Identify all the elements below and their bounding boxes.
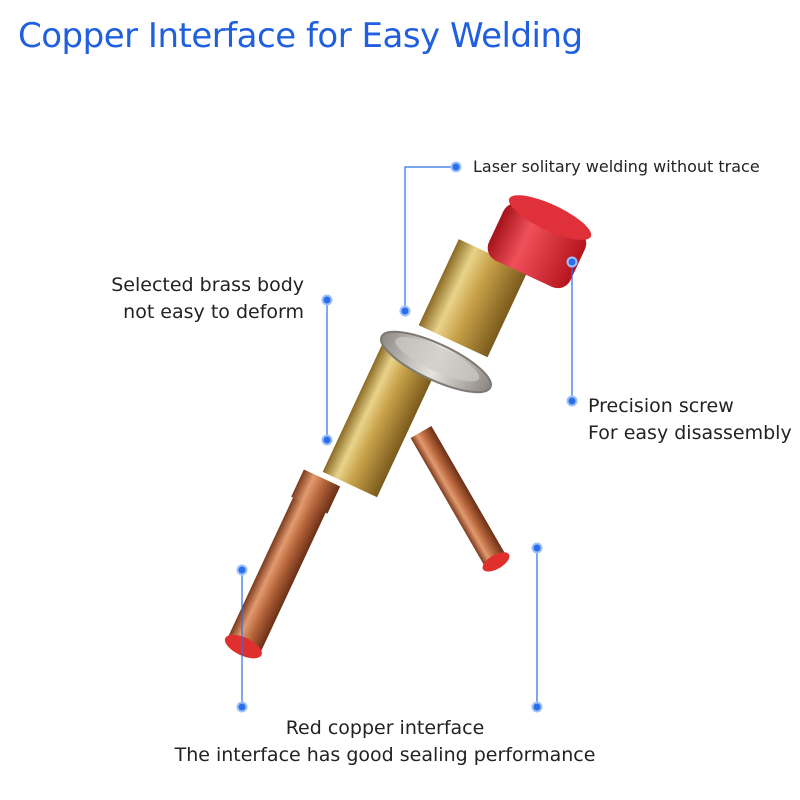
callout-dot — [236, 701, 248, 713]
side-copper-tube — [410, 426, 510, 572]
callout-brass-line1: Selected brass body — [111, 274, 304, 296]
callout-dot — [531, 701, 543, 713]
main-tube-red-cap — [224, 634, 262, 659]
callout-dot — [236, 564, 248, 576]
callout-dots — [236, 161, 578, 713]
callout-brass-line2: not easy to deform — [123, 301, 304, 323]
brass-lower-body — [322, 331, 443, 498]
flange-ring — [380, 330, 492, 394]
callout-dot — [399, 305, 411, 317]
callout-dot — [450, 161, 462, 173]
callout-copper-line2: The interface has good sealing performan… — [174, 744, 596, 766]
red-cap — [487, 195, 592, 289]
callout-dot — [321, 434, 333, 446]
callout-brass-text: Selected brass body not easy to deform — [111, 272, 304, 326]
callout-copper-text: Red copper interface The interface has g… — [0, 715, 770, 769]
callout-laser-text: Laser solitary welding without trace — [473, 157, 760, 176]
callout-dot — [531, 542, 543, 554]
side-tube-red-cap — [482, 552, 510, 572]
main-copper-tube — [224, 469, 341, 659]
callout-line-laser — [404, 166, 456, 311]
callout-screw-line1: Precision screw — [588, 395, 734, 417]
callout-screw-text: Precision screw For easy disassembly — [588, 393, 792, 447]
callout-dot — [566, 256, 578, 268]
page-title: Copper Interface for Easy Welding — [18, 16, 583, 56]
callout-dot — [321, 294, 333, 306]
callout-screw-line2: For easy disassembly — [588, 422, 792, 444]
callout-lines — [241, 166, 573, 707]
callout-dot — [566, 395, 578, 407]
brass-upper-body — [418, 239, 528, 358]
callout-copper-line1: Red copper interface — [285, 717, 485, 739]
